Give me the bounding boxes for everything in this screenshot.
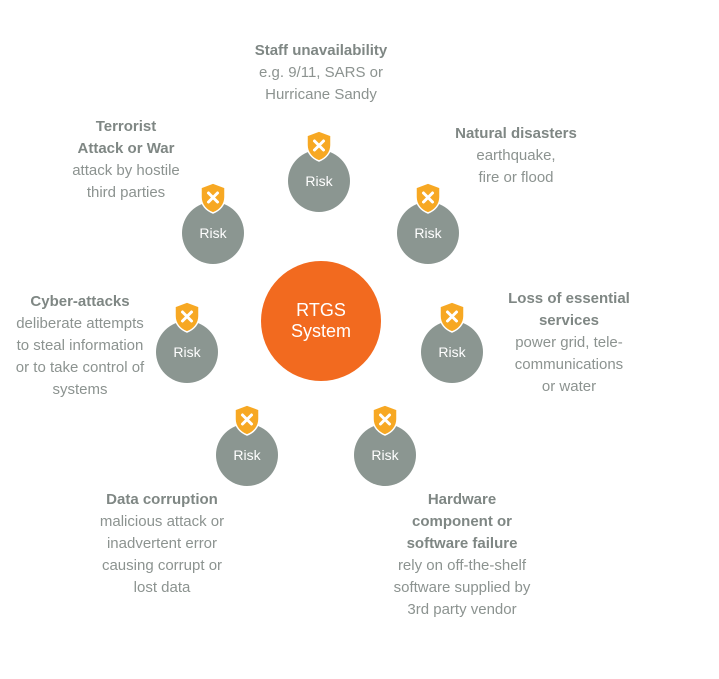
label-description: or to take control of [15, 359, 145, 376]
label-description: malicious attack or [99, 513, 225, 530]
label-description: to steal information [16, 337, 144, 354]
shield-x-icon [173, 301, 201, 333]
label-heading: Natural disasters [455, 125, 577, 142]
center-line-2: System [290, 321, 351, 341]
label-description: power grid, tele- [515, 334, 623, 351]
label-essential: Loss of essential services power grid, t… [484, 288, 654, 398]
risk-node-label: Risk [233, 447, 261, 463]
label-description: causing corrupt or [101, 557, 223, 574]
label-description: fire or flood [478, 169, 554, 186]
label-natural: Natural disasters earthquake, fire or fl… [431, 123, 601, 189]
risk-node-essential: Risk [421, 321, 483, 383]
label-heading: component or [412, 513, 512, 530]
label-description: third parties [86, 184, 166, 201]
label-description: 3rd party vendor [407, 601, 517, 618]
label-heading: Cyber-attacks [30, 293, 130, 310]
label-description: e.g. 9/11, SARS or [259, 64, 383, 81]
label-heading: Hardware [427, 491, 497, 508]
label-description: attack by hostile [72, 162, 180, 179]
risk-node-label: Risk [173, 344, 201, 360]
center-line-1: RTGS [296, 300, 346, 320]
label-heading: Data corruption [106, 491, 218, 508]
label-description: earthquake, [476, 147, 556, 164]
label-terrorist: Terrorist Attack or War attack by hostil… [46, 116, 206, 204]
risk-node-hardware: Risk [354, 424, 416, 486]
shield-x-icon [414, 182, 442, 214]
label-description: software supplied by [393, 579, 531, 596]
label-cyber: Cyber-attacks deliberate attempts to ste… [0, 291, 160, 401]
shield-x-icon [305, 130, 333, 162]
shield-x-icon [233, 404, 261, 436]
rtgs-system-node: RTGS System [261, 261, 381, 381]
label-heading: Staff unavailability [254, 42, 388, 59]
label-description: lost data [133, 579, 191, 596]
risk-node-label: Risk [305, 173, 333, 189]
label-heading: software failure [406, 535, 518, 552]
label-heading: Attack or War [77, 140, 175, 157]
label-description: systems [52, 381, 108, 398]
label-description: inadvertent error [106, 535, 218, 552]
risk-node-label: Risk [199, 225, 227, 241]
risk-node-label: Risk [371, 447, 399, 463]
label-heading: services [538, 312, 600, 329]
label-description: communications [514, 356, 624, 373]
shield-x-icon [371, 404, 399, 436]
label-heading: Terrorist [95, 118, 157, 135]
label-description: or water [541, 378, 597, 395]
label-hardware: Hardware component or software failure r… [372, 489, 552, 621]
shield-x-icon [438, 301, 466, 333]
label-staff: Staff unavailability e.g. 9/11, SARS or … [221, 40, 421, 106]
label-data: Data corruption malicious attack or inad… [72, 489, 252, 599]
label-description: deliberate attempts [16, 315, 144, 332]
risk-node-label: Risk [438, 344, 466, 360]
label-heading: Loss of essential [508, 290, 630, 307]
label-description: rely on off-the-shelf [397, 557, 527, 574]
label-description: Hurricane Sandy [265, 86, 377, 103]
risk-node-label: Risk [414, 225, 442, 241]
shield-x-icon [199, 182, 227, 214]
